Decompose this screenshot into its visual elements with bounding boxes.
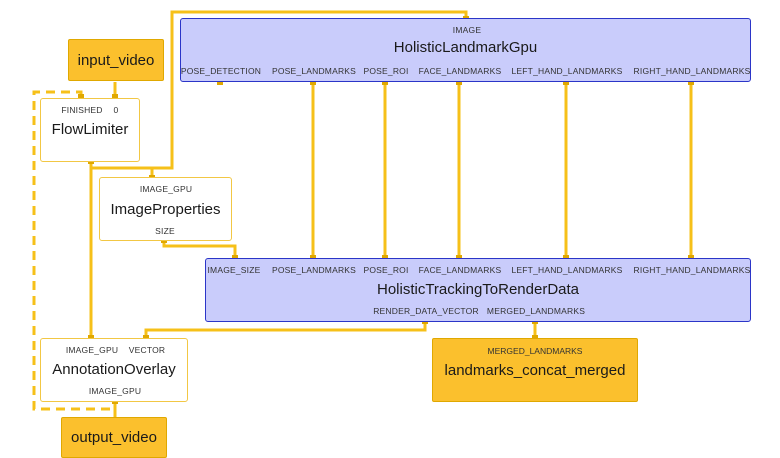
holistic-tracking-render-node[interactable]: IMAGE_SIZE POSE_LANDMARKS POSE_ROI FACE_…: [205, 258, 751, 322]
port-merged-landmarks-out: MERGED_LANDMARKS: [486, 306, 586, 316]
port-vector: VECTOR: [128, 345, 166, 355]
port-face-landmarks-out: FACE_LANDMARKS: [418, 66, 502, 76]
port-image-size: IMAGE_SIZE: [207, 265, 261, 275]
edge-render-to-vector: [144, 322, 427, 338]
edge-size-to-imagesize: [162, 242, 237, 258]
port-render-data-vector: RENDER_DATA_VECTOR: [373, 306, 479, 316]
port-image-gpu-out: IMAGE_GPU: [88, 386, 142, 396]
port-size: SIZE: [155, 226, 175, 236]
output-video-label: output_video: [71, 429, 157, 446]
port-right-hand-out: RIGHT_HAND_LANDMARKS: [633, 66, 751, 76]
port-right-hand-in: RIGHT_HAND_LANDMARKS: [633, 265, 751, 275]
port-pose-roi-out: POSE_ROI: [363, 66, 409, 76]
annotation-overlay-node[interactable]: IMAGE_GPU VECTOR AnnotationOverlay IMAGE…: [40, 338, 188, 402]
port-finished: FINISHED: [61, 105, 103, 115]
flow-limiter-title: FlowLimiter: [51, 121, 129, 138]
port-face-landmarks-in: FACE_LANDMARKS: [418, 265, 502, 275]
port-merged-landmarks-in: MERGED_LANDMARKS: [487, 346, 583, 356]
landmarks-concat-merged-node[interactable]: MERGED_LANDMARKS landmarks_concat_merged: [432, 338, 638, 402]
port-pose-detection: POSE_DETECTION: [180, 66, 262, 76]
flow-limiter-node[interactable]: FINISHED 0 FlowLimiter: [40, 98, 140, 162]
edge-flowlimiter-to-holistic: [152, 10, 468, 170]
port-left-hand-in: LEFT_HAND_LANDMARKS: [511, 265, 623, 275]
output-video-node[interactable]: output_video: [61, 417, 167, 458]
holistic-tracking-render-title: HolisticTrackingToRenderData: [376, 281, 580, 298]
holistic-landmark-gpu-title: HolisticLandmarkGpu: [393, 39, 538, 56]
port-image-gpu-in: IMAGE_GPU: [65, 345, 119, 355]
annotation-overlay-title: AnnotationOverlay: [52, 361, 176, 378]
landmarks-concat-merged-label: landmarks_concat_merged: [444, 362, 626, 379]
input-video-node[interactable]: input_video: [68, 39, 164, 81]
port-image-gpu: IMAGE_GPU: [139, 184, 193, 194]
port-pose-roi-in: POSE_ROI: [363, 265, 409, 275]
holistic-landmark-gpu-node[interactable]: IMAGE HolisticLandmarkGpu POSE_DETECTION…: [180, 18, 751, 82]
image-properties-title: ImageProperties: [110, 201, 221, 218]
port-left-hand-out: LEFT_HAND_LANDMARKS: [511, 66, 623, 76]
port-zero: 0: [113, 105, 119, 115]
port-image: IMAGE: [452, 25, 482, 35]
port-pose-landmarks-out: POSE_LANDMARKS: [271, 66, 357, 76]
input-video-label: input_video: [77, 51, 155, 69]
edge-flowlimiter-to-imageproperties: [91, 166, 154, 177]
image-properties-node[interactable]: IMAGE_GPU ImageProperties SIZE: [99, 177, 232, 241]
port-pose-landmarks-in: POSE_LANDMARKS: [271, 265, 357, 275]
